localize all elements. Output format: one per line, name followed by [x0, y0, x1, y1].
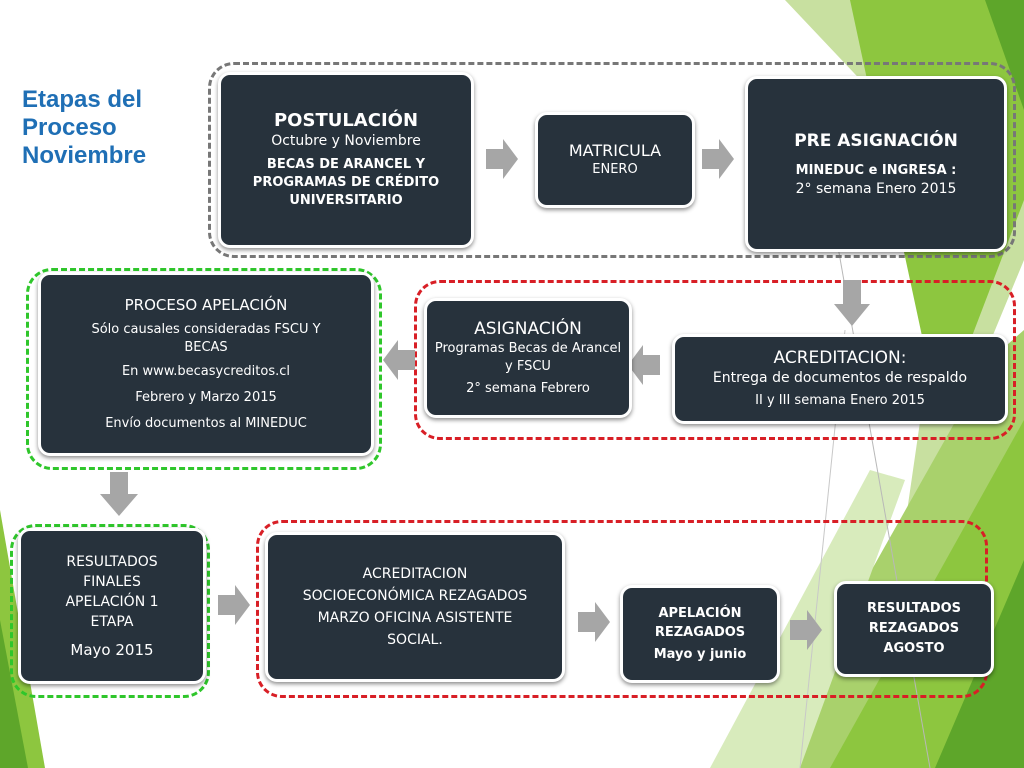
acreditacion-socioeconomica-box: ACREDITACION SOCIOECONÓMICA REZAGADOS MA… — [265, 532, 565, 682]
postulacion-dates: Octubre y Noviembre — [271, 133, 421, 149]
arrow-down-icon — [834, 280, 870, 326]
matricula-dates: ENERO — [592, 162, 638, 177]
acreditacion-box: ACREDITACION: Entrega de documentos de r… — [672, 334, 1008, 424]
arrow-down-icon — [100, 472, 138, 516]
arrow-left-icon — [628, 345, 660, 385]
postulacion-box: POSTULACIÓN Octubre y Noviembre BECAS DE… — [218, 72, 474, 248]
pre-asignacion-heading: PRE ASIGNACIÓN — [794, 131, 958, 151]
acreditacion-detail: Entrega de documentos de respaldo — [712, 370, 968, 386]
arrow-right-icon — [218, 585, 250, 625]
acreditacion-heading: ACREDITACION: — [773, 348, 907, 368]
postulacion-detail: BECAS DE ARANCEL Y PROGRAMAS DE CRÉDITO … — [252, 157, 440, 208]
apelacion-dates: Febrero y Marzo 2015 — [135, 390, 277, 405]
title-line-2: Proceso — [22, 114, 117, 141]
arrow-left-icon — [383, 340, 415, 380]
red-group-frame-top — [414, 280, 1016, 440]
pre-asignacion-detail: MINEDUC e INGRESA : — [795, 163, 957, 178]
asignacion-heading: ASIGNACIÓN — [474, 318, 582, 339]
title-line-3: Noviembre — [22, 142, 147, 169]
apelacion-rezagados-dates: Mayo y junio — [653, 647, 747, 662]
green-group-frame-resultados — [10, 524, 210, 698]
apelacion-box: PROCESO APELACIÓN Sólo causales consider… — [38, 272, 374, 456]
asignacion-detail: Programas Becas de Arancel y FSCU — [434, 340, 622, 374]
arrow-right-icon — [790, 610, 822, 650]
apelacion-rezagados-heading: APELACIÓN REZAGADOS — [654, 606, 746, 640]
pre-asignacion-box: PRE ASIGNACIÓN MINEDUC e INGRESA : 2° se… — [745, 76, 1007, 252]
apelacion-rezagados-box: APELACIÓN REZAGADOS Mayo y junio — [620, 585, 780, 683]
page-title: Etapas del Proceso Noviembre — [22, 86, 146, 170]
acreditacion-socioeconomica-heading: ACREDITACION SOCIOECONÓMICA REZAGADOS MA… — [302, 566, 528, 648]
apelacion-heading: PROCESO APELACIÓN — [124, 296, 288, 314]
resultados-finales-heading: RESULTADOS FINALES APELACIÓN 1 ETAPA — [65, 554, 159, 630]
apelacion-detail-envio: Envío documentos al MINEDUC — [105, 416, 307, 431]
acreditacion-dates: II y III semana Enero 2015 — [755, 393, 925, 408]
matricula-heading: MATRICULA — [568, 141, 662, 160]
apelacion-detail-web: En www.becasycreditos.cl — [121, 364, 291, 379]
apelacion-detail-causales: Sólo causales consideradas FSCU Y BECAS — [91, 322, 321, 355]
matricula-box: MATRICULA ENERO — [535, 112, 695, 208]
arrow-right-icon — [486, 139, 518, 179]
gray-group-frame — [208, 62, 1016, 258]
asignacion-dates: 2° semana Febrero — [466, 380, 590, 396]
pre-asignacion-dates: 2° semana Enero 2015 — [795, 181, 957, 197]
arrow-right-icon — [578, 602, 610, 642]
resultados-finales-dates: Mayo 2015 — [70, 641, 154, 659]
resultados-rezagados-box: RESULTADOS REZAGADOS AGOSTO — [834, 581, 994, 677]
resultados-rezagados-heading: RESULTADOS REZAGADOS AGOSTO — [866, 601, 962, 656]
title-line-1: Etapas del — [22, 86, 143, 113]
green-group-frame-apelacion — [26, 268, 382, 470]
postulacion-heading: POSTULACIÓN — [273, 110, 419, 131]
asignacion-box: ASIGNACIÓN Programas Becas de Arancel y … — [424, 298, 632, 418]
resultados-finales-box: RESULTADOS FINALES APELACIÓN 1 ETAPA May… — [18, 528, 206, 684]
arrow-right-icon — [702, 139, 734, 179]
